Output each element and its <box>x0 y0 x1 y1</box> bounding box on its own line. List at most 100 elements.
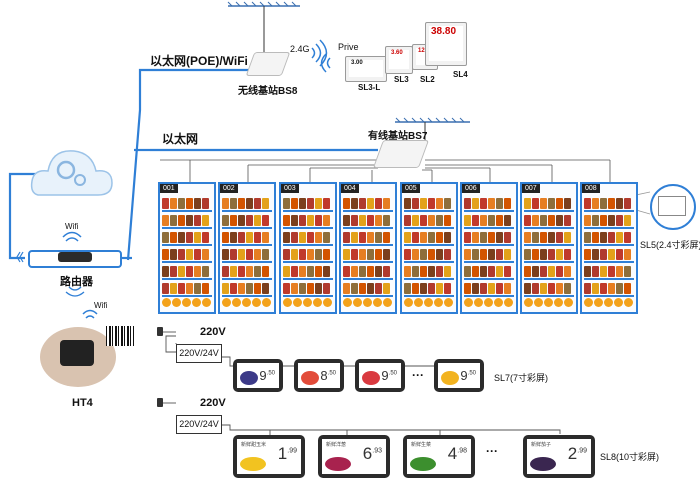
product-item <box>532 266 539 277</box>
product-item <box>404 215 411 226</box>
shelf-number: 004 <box>341 184 359 193</box>
product-item <box>283 283 290 294</box>
product-item <box>624 298 633 307</box>
product-item <box>564 298 573 307</box>
product-item <box>383 283 390 294</box>
product-item <box>307 283 314 294</box>
bs8-label: 无线基站BS8 <box>238 86 298 97</box>
product-item <box>359 232 366 243</box>
product-item <box>494 298 503 307</box>
product-item <box>540 283 547 294</box>
shelf-row <box>404 213 454 229</box>
product-item <box>584 266 591 277</box>
product-item <box>351 266 358 277</box>
band-label: 2.4G <box>290 44 310 54</box>
shelf-row <box>404 230 454 246</box>
product-item <box>383 232 390 243</box>
shelf-row <box>283 281 333 297</box>
product-item <box>307 266 314 277</box>
product-item <box>592 249 599 260</box>
product-item <box>584 298 593 307</box>
product-item <box>532 283 539 294</box>
handheld-wifi-signal-icon <box>82 309 98 319</box>
product-item <box>548 232 555 243</box>
sl8-price: 2.99 <box>567 444 587 463</box>
shelf-row <box>283 196 333 212</box>
shelf-row <box>584 264 634 280</box>
product-item <box>367 249 374 260</box>
product-item <box>162 198 169 209</box>
product-item <box>178 232 185 243</box>
product-item <box>404 232 411 243</box>
product-item <box>412 232 419 243</box>
sl5-zoom-callout <box>650 184 696 230</box>
product-item <box>359 215 366 226</box>
product-item <box>222 298 231 307</box>
product-item <box>186 266 193 277</box>
product-item <box>291 283 298 294</box>
product-item <box>246 283 253 294</box>
product-item <box>315 266 322 277</box>
shelf-row <box>584 213 634 229</box>
product-item <box>608 266 615 277</box>
bs8-wifi-signal-icon <box>311 39 331 73</box>
product-item <box>480 283 487 294</box>
product-item <box>616 266 623 277</box>
product-item <box>202 298 211 307</box>
product-item <box>367 266 374 277</box>
product-item <box>480 249 487 260</box>
product-item <box>202 232 209 243</box>
product-item <box>404 283 411 294</box>
product-item <box>353 298 362 307</box>
product-item <box>375 232 382 243</box>
product-item <box>262 249 269 260</box>
product-item <box>194 215 201 226</box>
product-item <box>556 215 563 226</box>
product-item <box>194 198 201 209</box>
product-item <box>592 283 599 294</box>
shelf-base-produce <box>283 294 333 310</box>
product-item <box>548 283 555 294</box>
shelf-row <box>524 264 574 280</box>
esl-sl3-l-price: 3.00 <box>349 60 383 77</box>
product-item <box>436 198 443 209</box>
shelf-row <box>524 230 574 246</box>
product-item <box>444 249 451 260</box>
shelf-004: 004 <box>339 182 397 314</box>
sl8-price-cents: .99 <box>287 447 297 455</box>
product-item <box>254 215 261 226</box>
sl8-product-name: 新鲜生菜 <box>411 442 432 448</box>
product-item <box>496 215 503 226</box>
shelf-row <box>404 264 454 280</box>
product-item <box>186 198 193 209</box>
product-item <box>488 266 495 277</box>
product-item <box>472 198 479 209</box>
product-item <box>474 298 483 307</box>
product-item <box>540 266 547 277</box>
ceiling-mount-bs7 <box>395 117 470 140</box>
product-item <box>283 249 290 260</box>
product-item <box>238 283 245 294</box>
shelf-row <box>222 247 272 263</box>
product-item <box>504 298 513 307</box>
product-item <box>202 266 209 277</box>
power-220v-label-sl8: 220V <box>200 397 226 409</box>
shelf-base-produce <box>343 294 393 310</box>
product-item <box>230 266 237 277</box>
product-item <box>283 266 290 277</box>
product-item <box>504 283 511 294</box>
product-item <box>170 283 177 294</box>
product-item <box>584 249 591 260</box>
esl-sl3-label: SL3 <box>394 75 409 84</box>
product-item <box>186 249 193 260</box>
product-item <box>162 215 169 226</box>
adapter-sl7: 220V/24V <box>176 344 222 363</box>
product-item <box>315 249 322 260</box>
product-item <box>299 215 306 226</box>
product-item <box>192 298 201 307</box>
power-plug-icon <box>157 327 163 407</box>
product-item <box>548 198 555 209</box>
product-item <box>262 283 269 294</box>
